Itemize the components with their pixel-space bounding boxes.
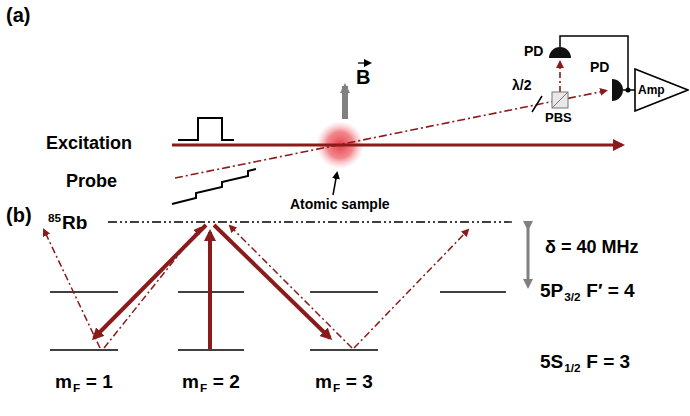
amplifier-triangle: Amp [634,68,689,112]
beam-label: Probe [66,171,117,191]
leader-arrow [333,173,337,195]
sublevel-label: = 3 [346,371,373,392]
level-label: 1/2 [564,361,580,374]
amplifier-label: Amp [638,83,665,97]
level-label: 5P3/2 F′ = 4 [540,281,635,303]
probe-beam [175,102,552,178]
isotope-label: 85Rb [48,212,87,234]
vector-arrow [358,62,370,63]
probe-beam [568,91,606,99]
panel-label: (b) [6,204,32,226]
level-label: 5P [540,280,563,301]
b-field-arrow [342,86,348,119]
panel-label: (a) [6,4,30,26]
sample-label: Atomic sample [290,196,390,212]
sublevel-label: mF = 3 [315,372,373,394]
detuning-arrow [527,228,530,286]
isotope-label: 85 [48,211,61,224]
pbs-cube [552,92,568,108]
level-label: F′ = 4 [586,280,634,301]
isotope-label: Rb [62,212,87,233]
probe-transitions [44,226,468,348]
sublevel-label: m [315,371,332,392]
detector-label: PD [590,59,609,75]
sublevel-label: = 1 [86,371,113,392]
sublevel-label: F [200,381,207,394]
setup [172,36,636,204]
pbs-label: PBS [545,110,572,125]
panel-label: (b) [6,204,32,226]
detector-label: PD [524,43,543,59]
detuning-label: δ = 40 MHz [545,238,638,258]
field-label: B [356,66,370,88]
sublevel-label: mF = 2 [182,372,240,394]
sublevel-label: m [182,371,199,392]
sublevel-label: F [333,381,340,394]
waveplate [532,96,542,112]
level-scheme [44,222,528,350]
pbs-cube [552,92,568,108]
photodiode [549,47,571,58]
waveplate-label: λ/2 [512,77,531,93]
beam-label: Excitation [46,133,132,153]
level-label: 3/2 [564,290,580,303]
excited-levels [50,291,506,293]
panel-label: (a) [6,4,30,26]
sublevel-label: m [55,371,72,392]
sublevel-label: = 2 [213,371,240,392]
excitation-transitions [94,225,330,349]
level-label: 5S [540,351,563,372]
virtual-level [108,221,512,222]
detector-label: PD [524,44,543,59]
field-label: B [356,66,370,88]
level-label: 5S1/2 F = 3 [540,352,630,374]
waveplate-label: λ/2 [512,78,531,93]
junction-dot [626,88,631,93]
photodiode [612,79,623,101]
sublevel-label: F [73,381,80,394]
probe-signal [172,169,256,204]
beam-label: Probe [66,172,117,192]
ground-levels [50,349,378,351]
level-label: F = 3 [586,351,630,372]
beam-label: Excitation [46,134,132,154]
sample-label: Atomic sample [290,197,390,212]
excitation-pulse [178,118,234,140]
detuning-label: δ = 40 MHz [545,237,638,257]
sublevel-label: mF = 1 [55,372,113,394]
pbs-label: PBS [545,111,572,125]
wire [560,36,628,90]
probe-beam [559,62,561,92]
detector-label: PD [590,60,609,75]
excitation-beam [172,144,622,147]
